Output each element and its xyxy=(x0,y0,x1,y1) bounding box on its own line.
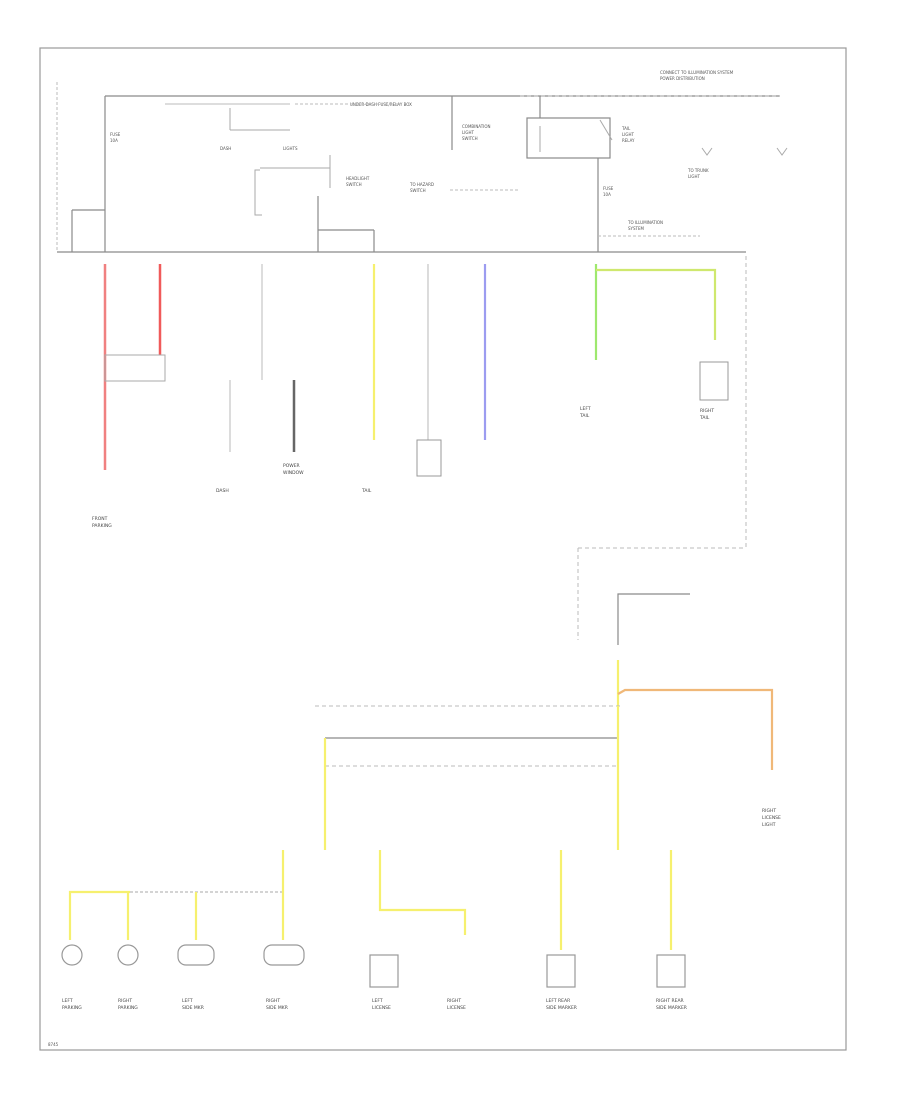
mid-label-1a: FRONT xyxy=(92,516,108,522)
bulb-icon-left-parking xyxy=(61,944,83,966)
bottom-label-2b: PARKING xyxy=(118,1005,138,1011)
orange-wire xyxy=(617,688,774,770)
tail-relay-label-2: LIGHT xyxy=(622,132,635,137)
trunk-label-2: LIGHT xyxy=(688,174,701,179)
relay-contact xyxy=(599,119,613,141)
mid-label-5a: LEFT xyxy=(580,406,591,412)
diagram-frame xyxy=(39,47,847,1051)
bottom-label-2a: RIGHT xyxy=(118,998,132,1004)
fuse-right-label-2: 10A xyxy=(603,192,611,197)
bulb-icon-left-license xyxy=(369,954,399,988)
combo-label-2: LIGHT xyxy=(462,130,475,135)
headlight-switch-label-1: HEADLIGHT xyxy=(346,176,370,181)
trunk-arrow-icon xyxy=(701,147,713,156)
bottom-label-7a: LEFT REAR xyxy=(546,998,570,1004)
bottom-label-1a: LEFT xyxy=(62,998,73,1004)
bottom-label-3a: LEFT xyxy=(182,998,193,1004)
note-line-2: POWER DISTRIBUTION xyxy=(660,76,705,81)
bottom-label-7b: SIDE MARKER xyxy=(546,1005,577,1011)
dimmer-label-2: LIGHTS xyxy=(283,146,298,151)
mid-label-1b: PARKING xyxy=(92,523,112,529)
lower-feed xyxy=(617,593,690,645)
bottom-yellow-5 xyxy=(378,850,467,935)
bulb-icon-left-rear xyxy=(546,954,576,988)
headlight-switch-body xyxy=(254,169,262,216)
bottom-label-4b: SIDE MKR xyxy=(266,1005,288,1011)
hazard-label-2: SWITCH xyxy=(410,188,426,193)
illum-label-2: SYSTEM xyxy=(628,226,644,231)
right-tail-box xyxy=(699,361,729,401)
combo-label-3: SWITCH xyxy=(462,136,478,141)
bulb-icon-right-side xyxy=(263,944,305,966)
fuse-right-label-1: FUSE xyxy=(603,186,614,191)
headlight-switch-label-2: SWITCH xyxy=(346,182,362,187)
bottom-label-3b: SIDE MKR xyxy=(182,1005,204,1011)
bottom-label-8a: RIGHT REAR xyxy=(656,998,684,1004)
tail-relay-box xyxy=(526,117,611,159)
fuse-left-label-2: 10A xyxy=(110,138,118,143)
bottom-label-1b: PARKING xyxy=(62,1005,82,1011)
bottom-label-5b: LICENSE xyxy=(372,1005,391,1011)
mid-label-6b: TAIL xyxy=(699,415,710,421)
dimmer-label-1: DASH xyxy=(220,146,231,151)
ground-block xyxy=(104,354,166,382)
bottom-label-6b: LICENSE xyxy=(447,1005,466,1011)
bottom-label-8b: SIDE MARKER xyxy=(656,1005,687,1011)
right-license-3: LIGHT xyxy=(762,822,776,828)
mid-label-3b: WINDOW xyxy=(283,470,304,476)
right-license-1: RIGHT xyxy=(762,808,776,814)
bulb-icon-left-side xyxy=(177,944,215,966)
bottom-label-5a: LEFT xyxy=(372,998,383,1004)
footer-code: 8745 xyxy=(48,1042,59,1047)
mid-label-5b: TAIL xyxy=(579,413,590,419)
tail-light-box xyxy=(416,439,442,477)
hazard-label-1: TO HAZARD xyxy=(409,182,434,187)
bottom-label-6a: RIGHT xyxy=(447,998,461,1004)
right-license-2: LICENSE xyxy=(762,815,781,821)
fuse-left-label-1: FUSE xyxy=(110,132,121,137)
combo-label-1: COMBINATION xyxy=(462,124,491,129)
note-line-1: CONNECT TO ILLUMINATION SYSTEM xyxy=(660,70,734,75)
mid-label-6a: RIGHT xyxy=(700,408,714,414)
bulb-icon-right-parking xyxy=(117,944,139,966)
tail-relay-label-1: TAIL xyxy=(621,126,631,131)
illum-label-1: TO ILLUMINATION xyxy=(627,220,663,225)
tail-relay-label-3: RELAY xyxy=(622,138,635,143)
green-yellow-wire xyxy=(596,268,717,340)
trunk-label-1: TO TRUNK xyxy=(687,168,709,173)
mid-label-3a: POWER xyxy=(283,463,300,469)
bottom-yellow-2 xyxy=(68,890,130,940)
mid-label-4a: TAIL xyxy=(361,488,372,494)
mid-label-2a: DASH xyxy=(216,488,229,494)
bottom-label-4a: RIGHT xyxy=(266,998,280,1004)
bulb-icon-right-rear xyxy=(656,954,686,988)
illum-arrow-icon xyxy=(776,147,788,156)
